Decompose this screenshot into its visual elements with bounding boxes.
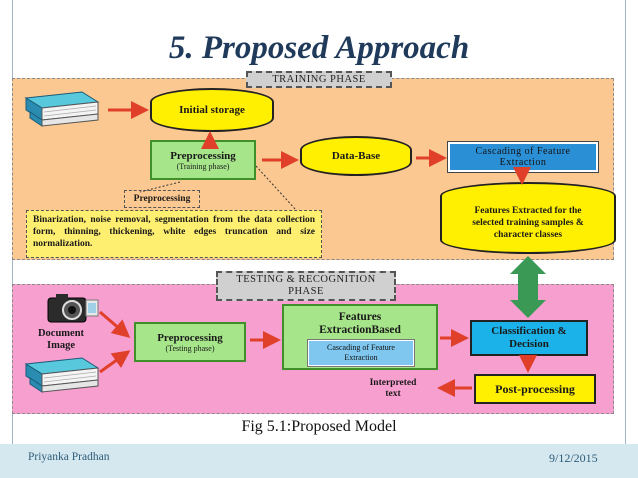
features-line1: Features <box>338 311 382 323</box>
features-extracted-line2: selected training samples & <box>472 218 584 228</box>
training-phase-label: TRAINING PHASE <box>246 71 392 88</box>
arrow-book-to-preprocessing <box>99 350 131 374</box>
preprocessing-testing-title: Preprocessing <box>157 331 223 344</box>
classification-decision-box: Classification & Decision <box>470 320 588 356</box>
cascading-feature-extraction-training: Cascading of Feature Extraction <box>447 141 599 173</box>
database-label: Data-Base <box>331 150 381 162</box>
features-extraction-based-box: Features ExtractionBased Cascading of Fe… <box>282 304 438 370</box>
callout-line-right <box>255 165 297 211</box>
arrow-camera-to-preprocessing <box>99 310 131 338</box>
testing-phase-label-line1: TESTING & RECOGNITION <box>236 274 376 285</box>
preprocessing-testing-box: Preprocessing (Testing phase) <box>134 322 246 362</box>
preprocessing-callout-title-box: Preprocessing <box>124 190 200 208</box>
right-border-line <box>625 0 626 478</box>
testing-phase-label-line2: PHASE <box>288 286 324 297</box>
database-box: Data-Base <box>300 136 412 176</box>
features-extracted-line1: Features Extracted for the <box>474 206 582 216</box>
preprocessing-testing-sub: (Testing phase) <box>165 343 215 353</box>
post-processing-box: Post-processing <box>474 374 596 404</box>
interpreted-line1: Interpreted <box>369 378 417 388</box>
document-image-line1: Document <box>37 328 85 339</box>
initial-storage-label: Initial storage <box>179 104 245 116</box>
cascading-training-line2: Extraction <box>499 157 547 168</box>
preprocessing-training-sub: (Training phase) <box>176 161 230 171</box>
double-arrow-green <box>510 256 546 318</box>
footer-bar <box>0 444 638 478</box>
features-line2: ExtractionBased <box>319 324 401 336</box>
camera-icon <box>44 290 100 326</box>
post-processing-label: Post-processing <box>495 381 575 396</box>
features-extracted-box: Features Extracted for the selected trai… <box>440 182 616 254</box>
document-image-label: Document Image <box>28 328 94 352</box>
testing-phase-label: TESTING & RECOGNITION PHASE <box>216 271 396 301</box>
interpreted-text-label: Interpreted text <box>356 378 430 400</box>
preprocessing-callout-title: Preprocessing <box>133 194 191 204</box>
cascading-testing-line1: Cascading of Feature <box>327 343 395 352</box>
classification-line1: Classification & <box>491 325 567 337</box>
book-stack-icon-testing <box>22 356 102 394</box>
preprocessing-callout-text: Binarization, noise removal, segmentatio… <box>33 215 315 249</box>
preprocessing-training-title: Preprocessing <box>170 149 236 162</box>
features-extracted-line3: character classes <box>493 230 563 240</box>
figure-caption: Fig 5.1:Proposed Model <box>241 418 397 435</box>
slide-title: 5. Proposed Approach <box>168 30 470 66</box>
cascading-training-line1: Cascading of Feature <box>475 146 571 157</box>
cascading-feature-extraction-testing: Cascading of Feature Extraction <box>307 339 415 367</box>
initial-storage-box: Initial storage <box>150 88 274 132</box>
footer-date: 9/12/2015 <box>549 451 598 465</box>
document-image-line2: Image <box>47 340 75 351</box>
cascading-testing-line2: Extraction <box>344 353 378 362</box>
classification-line2: Decision <box>509 338 549 350</box>
callout-line-left <box>139 181 181 193</box>
preprocessing-callout-text-box: Binarization, noise removal, segmentatio… <box>26 210 322 258</box>
footer-author: Priyanka Pradhan <box>28 451 110 463</box>
interpreted-line2: text <box>385 389 401 399</box>
features-extraction-based-title: Features ExtractionBased <box>284 311 436 337</box>
book-stack-icon <box>22 90 102 128</box>
